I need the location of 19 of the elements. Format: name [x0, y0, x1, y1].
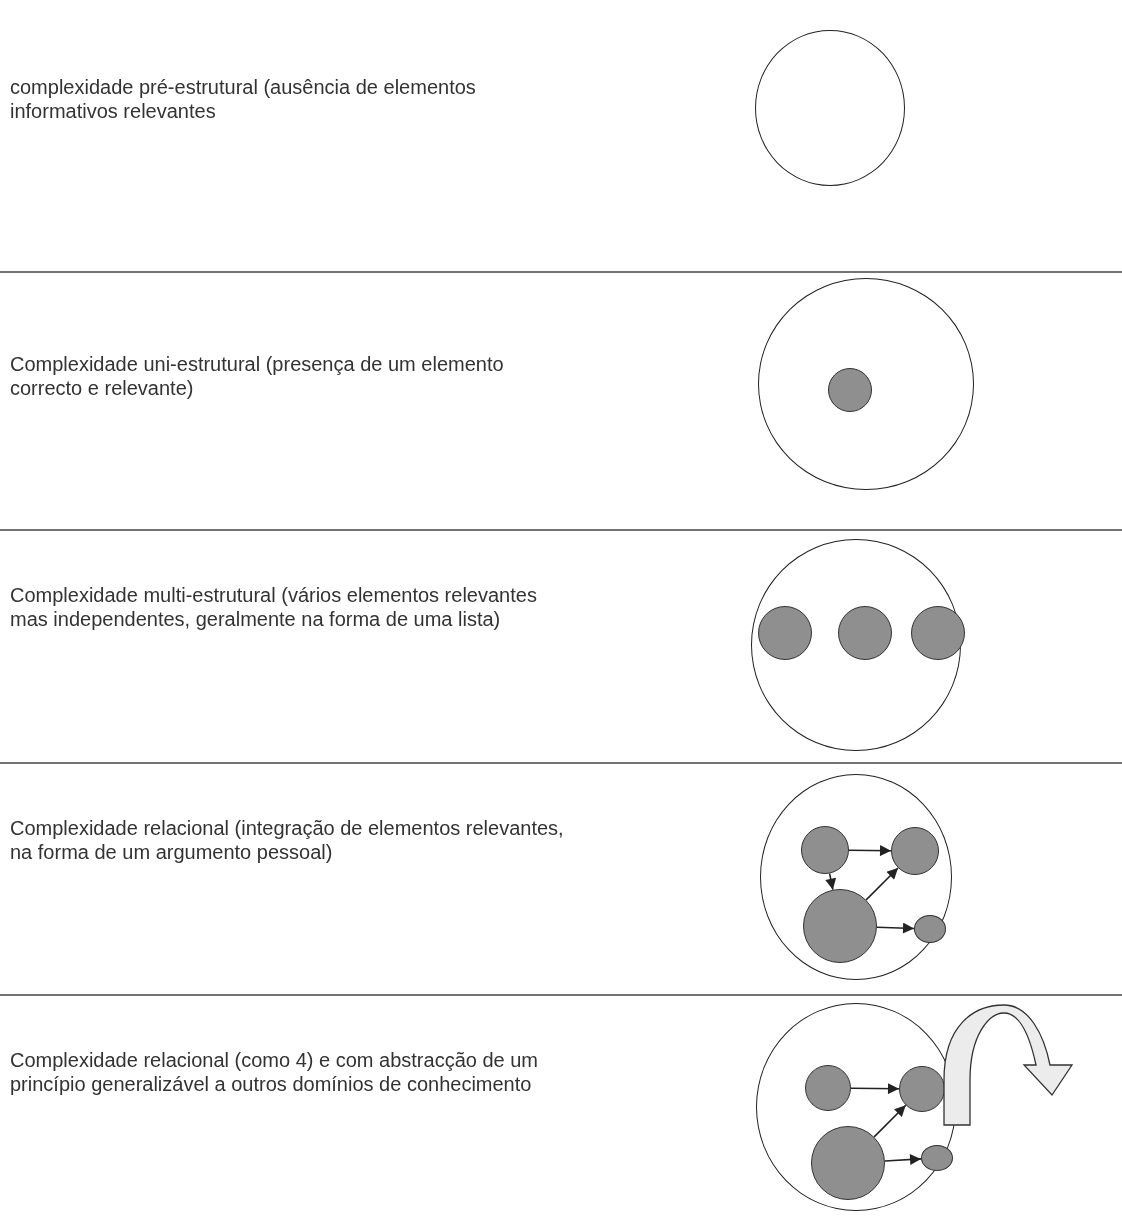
level-description: Complexidade uni-estrutural (presença de um elemento correcto e relevante) [10, 352, 505, 400]
level-description: complexidade pré-estrutural (ausência de elementos informativos relevantes [10, 75, 477, 123]
element-circle [890, 826, 939, 875]
level-description: Complexidade relacional (como 4) e com abstracção de um princípio generalizável a outros domínios de conhecimento [10, 1048, 540, 1096]
arrow [876, 922, 915, 934]
element-circle [913, 914, 946, 943]
arrow [850, 1083, 900, 1095]
element-circle [910, 605, 965, 660]
curved-arrow [943, 1004, 1073, 1126]
element-circle [920, 1144, 953, 1171]
element-circle [898, 1065, 945, 1112]
arrow [884, 1154, 922, 1165]
level-description: Complexidade multi-estrutural (vários elementos relevantes mas independentes, geralmente na forma de uma lista) [10, 583, 538, 631]
arrow [865, 867, 899, 901]
arrow [873, 1104, 907, 1138]
arrow [848, 845, 892, 857]
arrow [825, 872, 837, 891]
element-circle [757, 605, 812, 660]
level-description: Complexidade relacional (integração de elementos relevantes, na forma de um argumento pessoal) [10, 816, 565, 864]
